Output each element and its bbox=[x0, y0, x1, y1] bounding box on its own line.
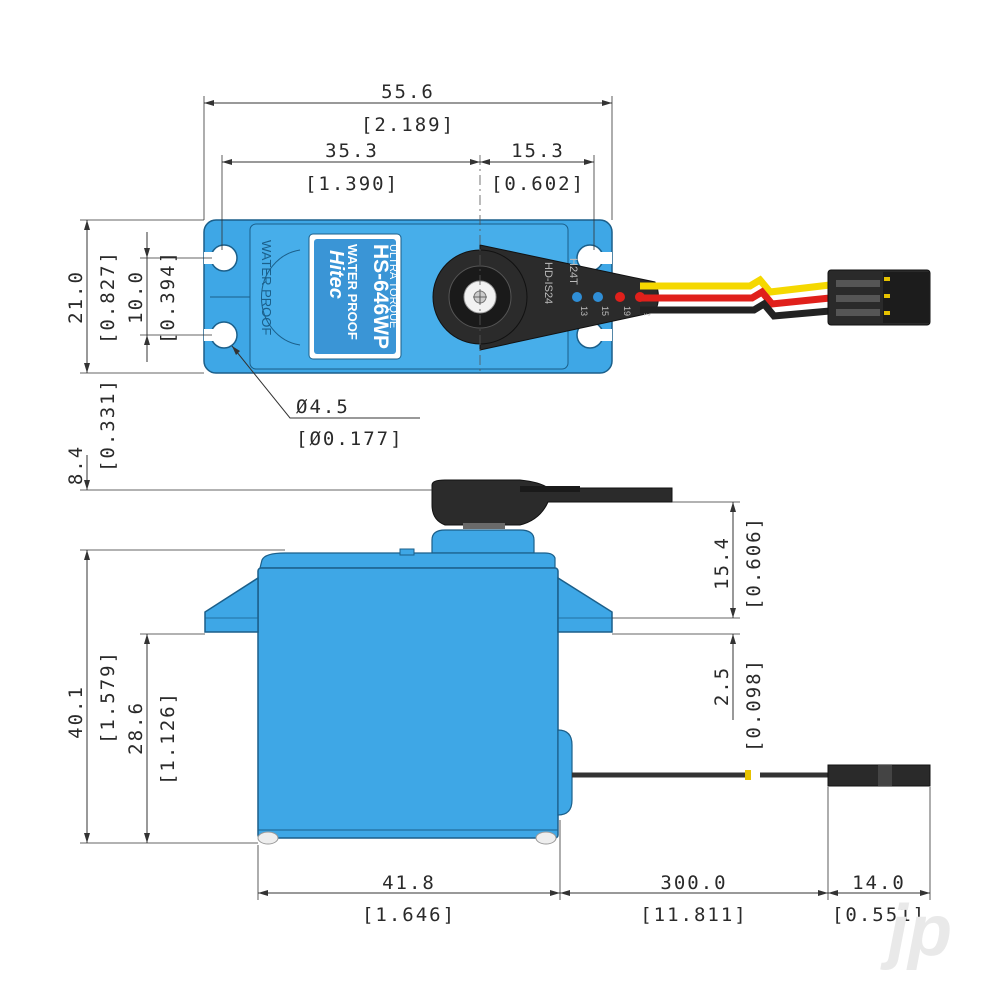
horn-spline-text: H24T bbox=[567, 258, 579, 285]
label-model: HS-646WP bbox=[369, 244, 392, 349]
dim-hole-pitch-in: [0.394] bbox=[157, 250, 179, 344]
top-view-dimensions: 55.6 [2.189] 35.3 [1.390] 15.3 [0.602] 2… bbox=[65, 81, 613, 450]
horn-hole-number: 15 bbox=[600, 306, 610, 316]
dim-horn-offset: 15.3 bbox=[511, 140, 565, 162]
dim-shaft-height-in: [0.606] bbox=[743, 516, 765, 610]
servo-case bbox=[257, 567, 559, 839]
watermark-logo: jp bbox=[880, 891, 952, 971]
dim-body-length-in: [1.646] bbox=[362, 904, 456, 926]
dim-horn-offset-in: [0.602] bbox=[491, 173, 585, 195]
dim-horn-height-in: [0.331] bbox=[97, 378, 119, 472]
output-collar bbox=[431, 529, 535, 554]
side-waterproof-text: WATER PROOF bbox=[259, 240, 274, 335]
dim-width-in: [0.827] bbox=[97, 250, 119, 344]
dim-hole-spacing: 35.3 bbox=[325, 140, 379, 162]
dim-overall-length: 55.6 bbox=[381, 81, 435, 103]
dim-width: 21.0 bbox=[65, 270, 87, 324]
dim-connector-length-in: [0.551] bbox=[832, 904, 926, 926]
side-view bbox=[204, 479, 931, 845]
dim-total-height: 40.1 bbox=[65, 685, 87, 739]
label-brand-logo: Hitec bbox=[325, 250, 347, 299]
dim-shaft-height: 15.4 bbox=[711, 536, 733, 590]
left-mount-ear bbox=[204, 576, 259, 633]
screw-icon bbox=[535, 831, 557, 845]
dim-body-height-in: [1.126] bbox=[157, 691, 179, 785]
dim-hole-diameter: Ø4.5 bbox=[296, 396, 350, 418]
dim-total-height-in: [1.579] bbox=[97, 650, 119, 744]
mount-slot-icon bbox=[598, 252, 612, 264]
top-view: WATER PROOF ULTRA TORQUE HS-646WP WATER … bbox=[203, 155, 931, 375]
dim-flange-thickness: 2.5 bbox=[711, 666, 733, 706]
dim-lead-length: 300.0 bbox=[660, 872, 727, 894]
dim-body-length: 41.8 bbox=[382, 872, 436, 894]
dim-horn-height: 8.4 bbox=[65, 445, 87, 485]
dim-hole-spacing-in: [1.390] bbox=[305, 173, 399, 195]
horn-hole-icon bbox=[615, 292, 625, 302]
dim-overall-length-in: [2.189] bbox=[361, 114, 455, 136]
label-ultra-torque: ULTRA TORQUE bbox=[387, 244, 399, 328]
dim-hole-pitch: 10.0 bbox=[125, 270, 147, 324]
right-mount-ear bbox=[557, 576, 613, 633]
cable-gland bbox=[557, 729, 573, 816]
horn-hole-icon bbox=[572, 292, 582, 302]
horn-hole-number: 19 bbox=[622, 306, 632, 316]
mount-slot-icon bbox=[598, 329, 612, 341]
dim-lead-length-in: [11.811] bbox=[640, 904, 748, 926]
screw-icon bbox=[257, 831, 279, 845]
label-inner bbox=[314, 239, 396, 354]
side-view-dimensions: 8.4 [0.331] 15.4 [0.606] 2.5 [0.098] 40.… bbox=[65, 378, 931, 926]
horn-hole-icon bbox=[593, 292, 603, 302]
label-waterproof: WATER PROOF bbox=[345, 244, 360, 340]
dim-hole-diameter-in: [Ø0.177] bbox=[296, 428, 404, 450]
dim-flange-thickness-in: [0.098] bbox=[743, 658, 765, 752]
horn-hole-number: 13 bbox=[579, 306, 589, 316]
dim-body-height: 28.6 bbox=[125, 701, 147, 755]
servo-lead-wires bbox=[640, 275, 831, 320]
dim-connector-length: 14.0 bbox=[852, 872, 906, 894]
horn-model-text: HD-IS24 bbox=[542, 262, 554, 304]
